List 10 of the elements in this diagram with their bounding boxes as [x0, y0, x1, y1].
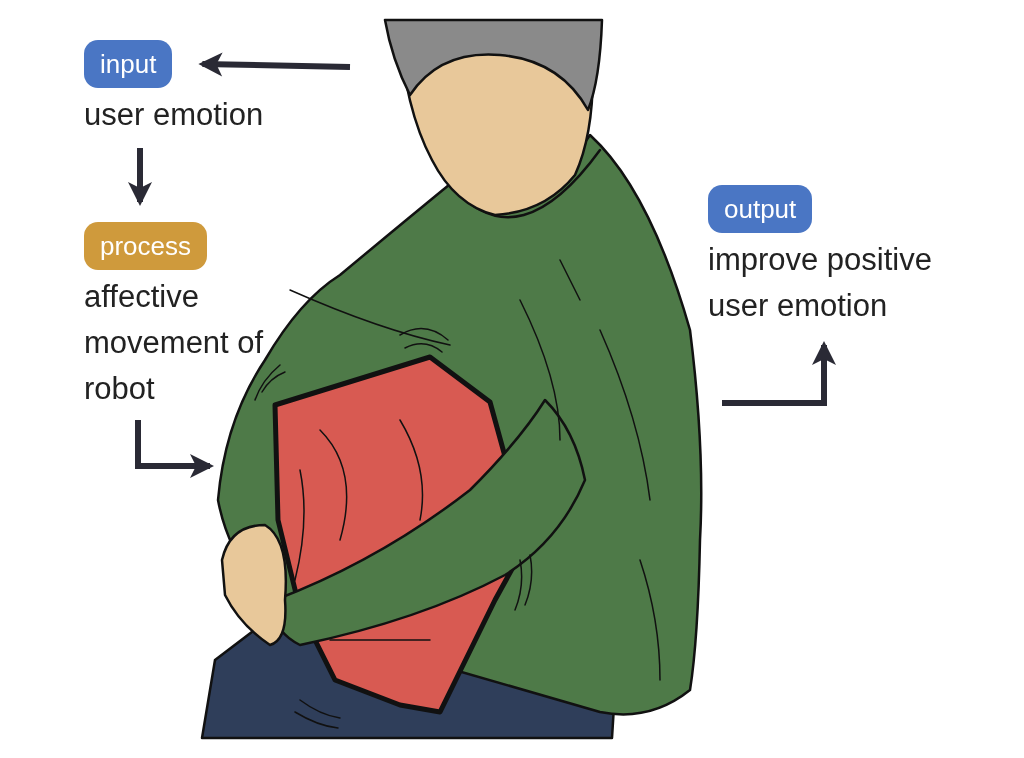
arrow [722, 341, 836, 406]
description-text: affective movement of robot [84, 278, 265, 408]
arrow [135, 420, 214, 478]
category-tag: process [84, 222, 208, 270]
category-tag: output [708, 185, 813, 233]
description-text: user emotion [84, 96, 264, 134]
arrow [128, 148, 152, 206]
category-tag: input [84, 40, 173, 88]
description-text: improve positive user emotion [708, 241, 933, 325]
arrow [198, 52, 351, 77]
